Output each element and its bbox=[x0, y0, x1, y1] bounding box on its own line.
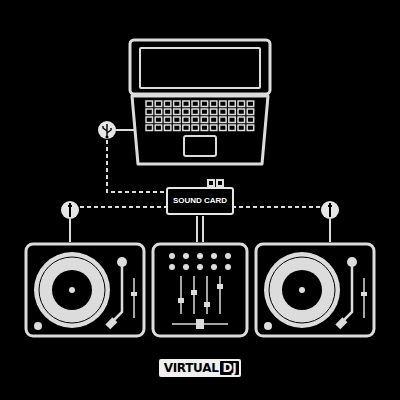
key bbox=[238, 125, 245, 131]
knob bbox=[169, 264, 175, 270]
key bbox=[155, 101, 162, 107]
logo-text: VIRTUAL bbox=[161, 361, 220, 375]
key bbox=[201, 117, 208, 123]
fader-knob bbox=[191, 290, 197, 295]
key bbox=[192, 117, 199, 123]
knob bbox=[197, 253, 203, 259]
key bbox=[220, 109, 227, 115]
key bbox=[229, 117, 236, 123]
device-label: SOUND CARD bbox=[173, 197, 227, 205]
key bbox=[183, 101, 190, 107]
key bbox=[192, 101, 199, 107]
cables bbox=[80, 140, 320, 207]
key bbox=[192, 125, 199, 131]
key bbox=[247, 109, 254, 115]
key bbox=[164, 109, 171, 115]
key bbox=[247, 125, 254, 131]
jack-icon bbox=[321, 201, 339, 219]
key bbox=[146, 109, 153, 115]
knob bbox=[225, 253, 231, 259]
key bbox=[146, 117, 153, 123]
knob bbox=[183, 264, 189, 270]
knob bbox=[169, 253, 175, 259]
mixer bbox=[153, 244, 247, 336]
key bbox=[183, 109, 190, 115]
key bbox=[247, 101, 254, 107]
key bbox=[238, 109, 245, 115]
turntable bbox=[256, 244, 374, 336]
key bbox=[155, 125, 162, 131]
key bbox=[174, 109, 181, 115]
key bbox=[192, 109, 199, 115]
turntable bbox=[26, 244, 144, 336]
key bbox=[146, 125, 153, 131]
key bbox=[229, 101, 236, 107]
key bbox=[229, 125, 236, 131]
sound-card-box: SOUND CARD bbox=[166, 187, 234, 215]
key bbox=[210, 101, 217, 107]
cable-ends bbox=[70, 130, 330, 242]
jack-icon bbox=[61, 201, 79, 219]
logo: VIRTUALDJ bbox=[159, 359, 242, 377]
key bbox=[201, 101, 208, 107]
key bbox=[201, 109, 208, 115]
fader-track bbox=[219, 276, 221, 314]
key bbox=[164, 117, 171, 123]
key bbox=[183, 125, 190, 131]
key bbox=[210, 125, 217, 131]
fader-knob bbox=[217, 284, 223, 289]
key bbox=[201, 125, 208, 131]
key bbox=[238, 117, 245, 123]
key bbox=[174, 101, 181, 107]
key bbox=[155, 117, 162, 123]
key bbox=[210, 117, 217, 123]
key bbox=[220, 117, 227, 123]
key bbox=[164, 101, 171, 107]
key bbox=[220, 101, 227, 107]
fader-knob bbox=[204, 302, 210, 307]
knob bbox=[197, 264, 203, 270]
key bbox=[247, 117, 254, 123]
keyboard bbox=[146, 101, 254, 131]
fader-track bbox=[206, 276, 208, 314]
key bbox=[174, 125, 181, 131]
knob bbox=[211, 264, 217, 270]
key bbox=[220, 125, 227, 131]
knob bbox=[183, 253, 189, 259]
key bbox=[229, 109, 236, 115]
fader-track bbox=[180, 276, 182, 314]
laptop bbox=[130, 40, 270, 164]
key bbox=[183, 117, 190, 123]
usb-icon bbox=[98, 121, 116, 139]
key bbox=[164, 125, 171, 131]
key bbox=[155, 109, 162, 115]
logo-badge: DJ bbox=[220, 361, 240, 375]
key bbox=[238, 101, 245, 107]
key bbox=[146, 101, 153, 107]
key bbox=[174, 117, 181, 123]
knob bbox=[225, 264, 231, 270]
knob bbox=[211, 253, 217, 259]
key bbox=[210, 109, 217, 115]
fader-knob bbox=[178, 298, 184, 303]
